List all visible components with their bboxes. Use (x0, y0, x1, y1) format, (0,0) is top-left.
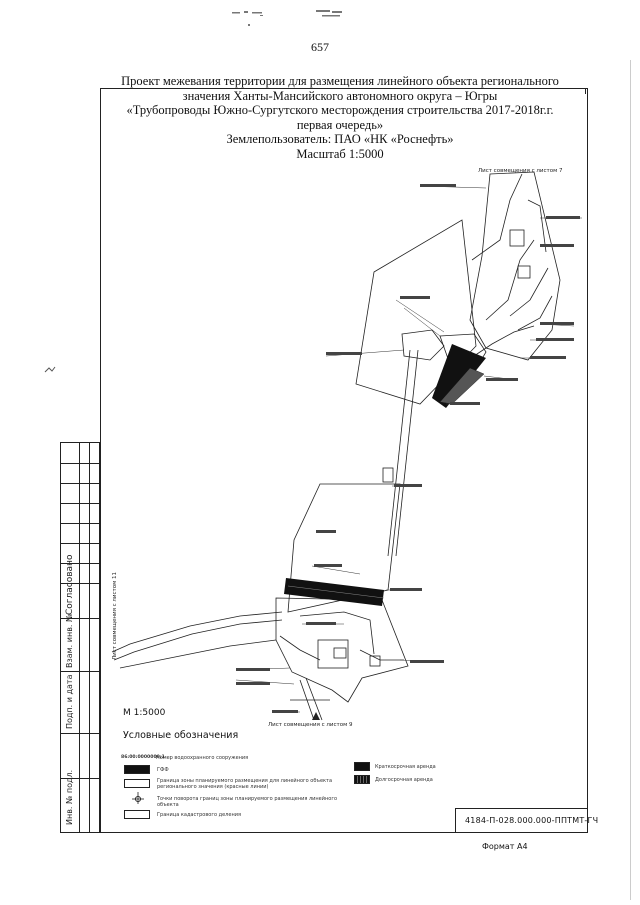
header-line-6: Масштаб 1:5000 (296, 146, 384, 161)
legend-swatch-red-lines (124, 779, 150, 788)
title-block-frame (455, 808, 588, 833)
scale-note: М 1:5000 (123, 708, 166, 718)
legend-label-short-term: Краткосрочная аренда (375, 764, 436, 770)
page-number: 657 (311, 40, 329, 54)
legend-label-turn-points: Точки поворота границ зоны планируемого … (157, 796, 338, 808)
upper-pad (401, 329, 445, 361)
scan-edge (630, 60, 631, 900)
header-line-4: первая очередь» (296, 117, 384, 132)
header-line-5: Землепользователь: ПАО «НК «Роснефть» (226, 132, 454, 146)
legend-swatch-cadastral-division (124, 810, 150, 819)
upper-corridor (469, 171, 561, 361)
lower-parcel (275, 597, 409, 703)
legend-label-long-term: Долгосрочная аренда (375, 777, 433, 783)
frame-corner-mark (585, 88, 594, 94)
point-icon (132, 792, 144, 804)
header-line-3: «Трубопроводы Южно-Сургутского месторожд… (126, 103, 554, 117)
sheet-label-bottom: Лист совмещения с листом 9 (268, 722, 353, 728)
legend-swatch-gff (124, 765, 150, 774)
header-line-2: значения Ханты-Мансийского автономного о… (182, 88, 498, 103)
legend-swatch-long-term (354, 775, 370, 784)
scan-mark (44, 366, 56, 373)
document-code: 4184-П-028.000.000-ППТМТ-ГЧ (465, 816, 599, 825)
lease-black-areas (284, 344, 486, 606)
legend-label-gff: ГФФ (157, 767, 169, 773)
page-header: Проект межевания территории для размещен… (110, 74, 570, 161)
road-west (111, 611, 283, 653)
approval-side-table: Согласовано Взам. инв. № Подп. и дата Ин… (60, 442, 100, 833)
scan-noise (232, 10, 342, 26)
sheet-label-top: Лист совмещения с листом 7 (478, 168, 563, 174)
legend-label-cadastral-division: Граница кадастрового деления (157, 812, 241, 818)
legend-label-red-lines: Граница зоны планируемого размещения для… (157, 778, 333, 790)
legend-symbol-cadastral-number: 86:00:0000000:1 (121, 755, 165, 760)
header-line-1: Проект межевания территории для размещен… (121, 74, 559, 88)
middle-parcel (287, 483, 401, 613)
legend-swatch-short-term (354, 762, 370, 771)
sheet-label-left: Лист совмещения с листом 11 (112, 572, 118, 660)
sheet-format: Формат А4 (482, 842, 528, 851)
legend-title: Условные обозначения (123, 730, 239, 741)
drawing-frame (100, 88, 588, 833)
legend-label-cadastral-number: Номер водоохранного сооружения (156, 755, 249, 761)
